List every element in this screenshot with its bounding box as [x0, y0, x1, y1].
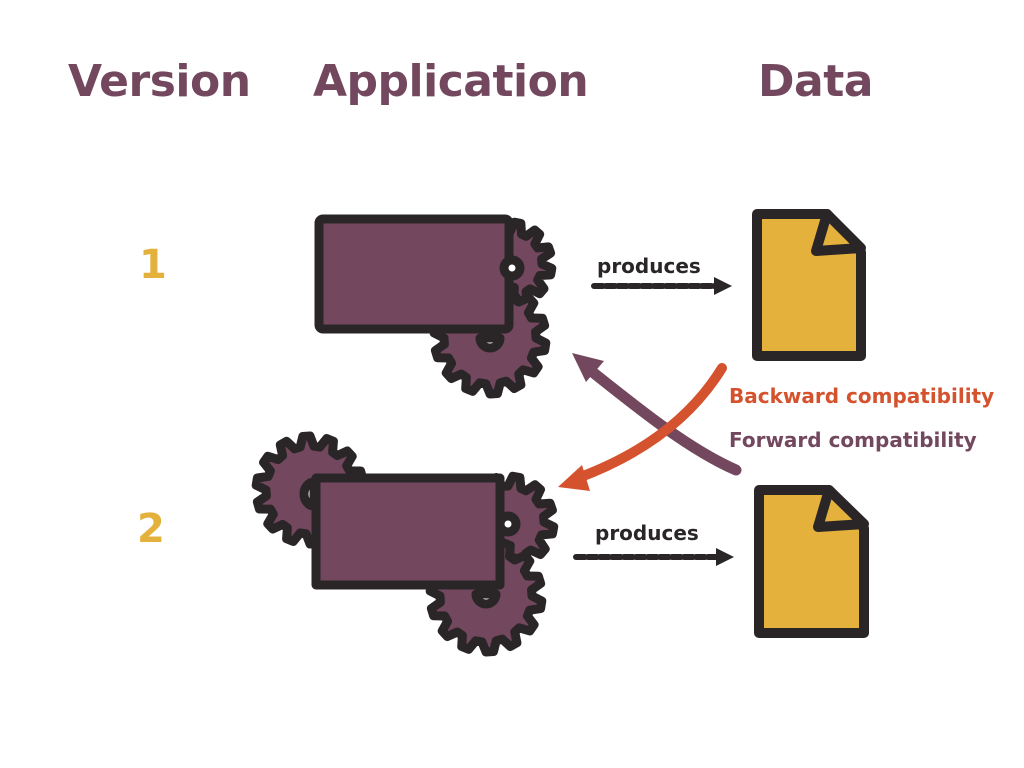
gear-axle — [495, 511, 521, 537]
application-v1-icon — [314, 214, 557, 399]
data-document-v1-icon — [752, 209, 866, 361]
header-application: Application — [313, 56, 589, 107]
header-version: Version — [68, 56, 251, 107]
backward-compatibility-label: Backward compatibility — [729, 384, 995, 408]
version-1-label: 1 — [139, 242, 167, 288]
produces-arrow-v2 — [573, 548, 734, 566]
data-document-v2-icon — [754, 485, 869, 638]
version-2-label: 2 — [137, 506, 165, 552]
header-data: Data — [758, 56, 873, 107]
gear-axle — [475, 333, 505, 353]
forward-compatibility-arrow — [572, 353, 742, 476]
gear-axle — [499, 255, 525, 281]
application-body — [314, 214, 514, 334]
gear-axle — [299, 477, 319, 511]
produces-arrow-v1 — [591, 277, 732, 295]
backward-compatibility-arrow — [558, 363, 727, 491]
gear-axle — [471, 589, 501, 609]
application-body — [311, 473, 505, 590]
produces-label-v2: produces — [595, 521, 699, 545]
application-v2-icon — [251, 431, 559, 657]
forward-compatibility-label: Forward compatibility — [729, 428, 977, 452]
produces-label-v1: produces — [597, 254, 701, 278]
